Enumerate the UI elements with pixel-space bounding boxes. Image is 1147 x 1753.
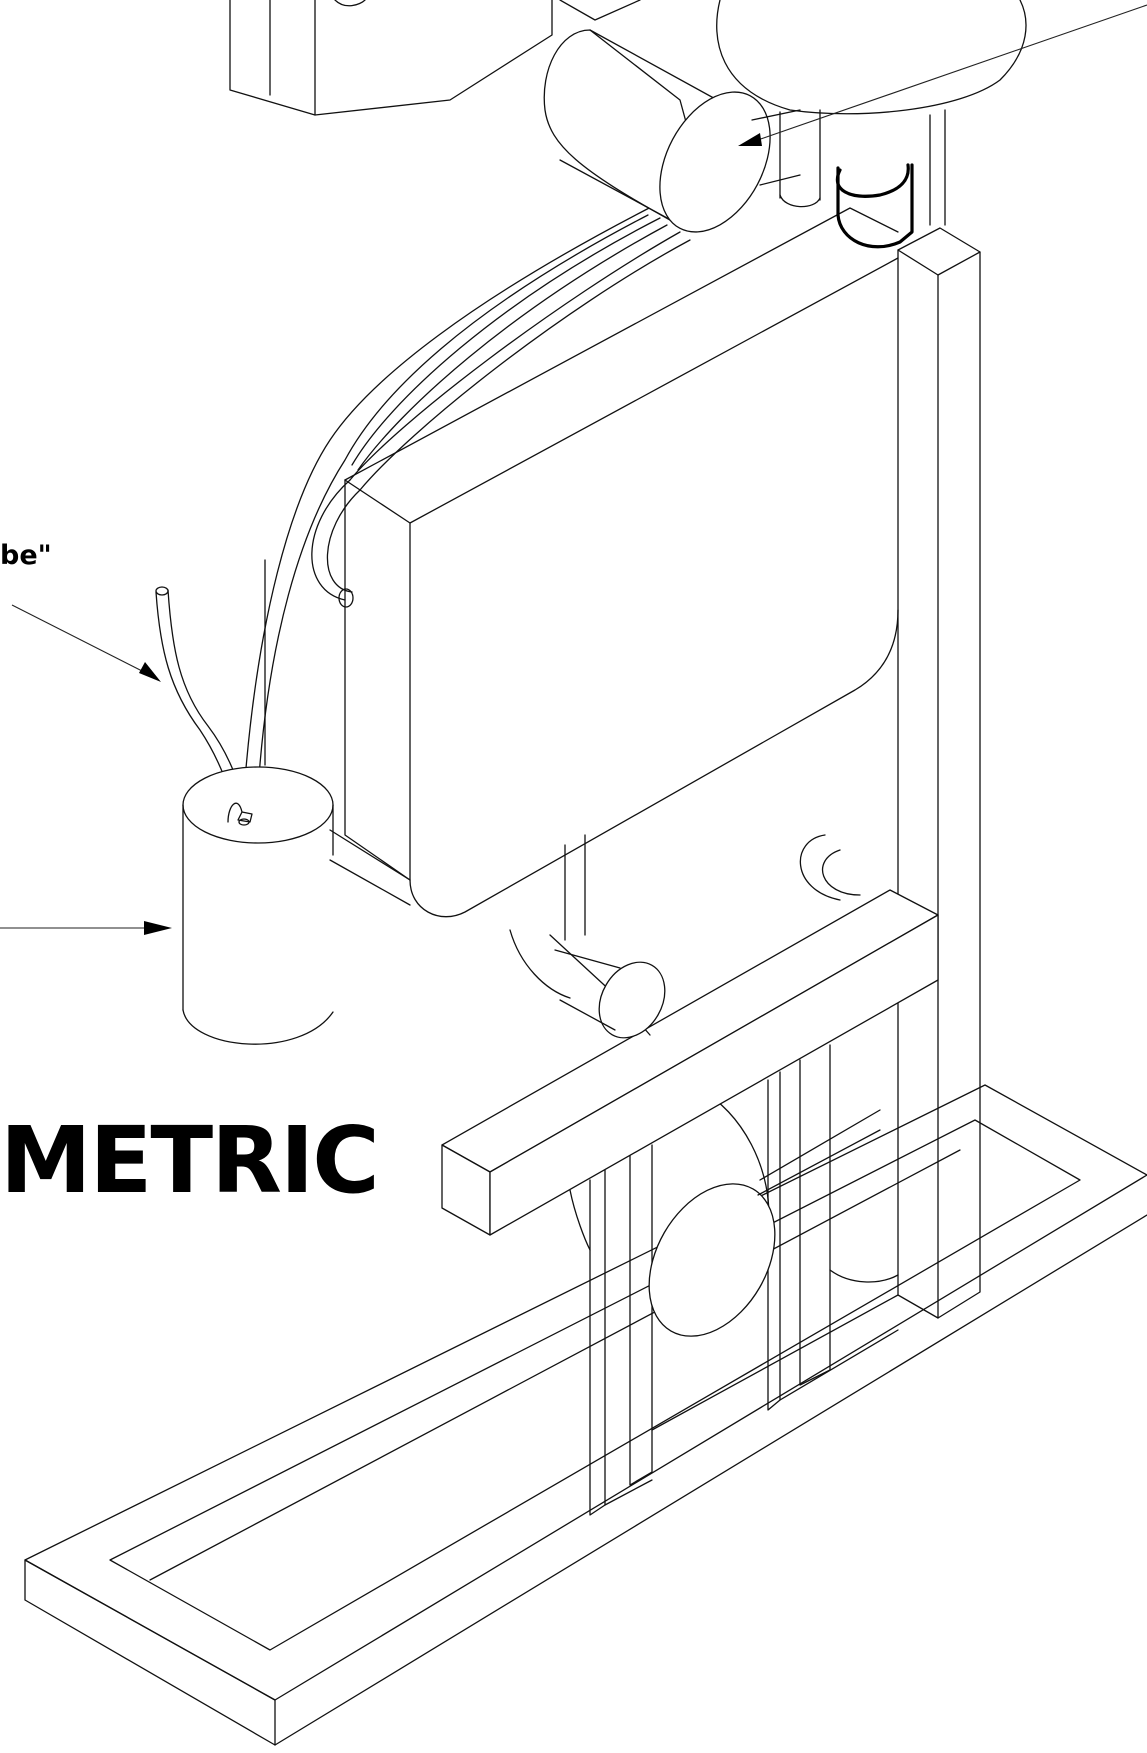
- view-title: METRIC: [0, 1107, 380, 1214]
- upper-motor: [543, 29, 801, 233]
- leader-lines: [0, 4, 1147, 935]
- upper-assembly: [229, 0, 1027, 226]
- vertical-post: [897, 227, 981, 1319]
- main-cabinet: [329, 207, 899, 918]
- u-cup-fitting: [835, 163, 914, 249]
- hoses: [244, 204, 691, 791]
- tube-callout-label: be": [0, 540, 52, 571]
- lower-fittings: [509, 834, 861, 1039]
- cross-beam: [441, 889, 939, 1236]
- lower-cylinder: [182, 766, 334, 1045]
- lower-uprights: [589, 1044, 899, 1516]
